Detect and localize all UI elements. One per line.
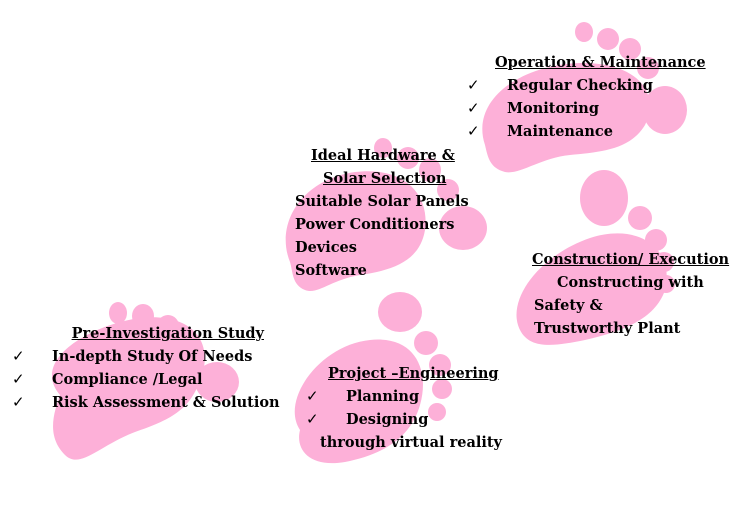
text-line: Safety & [534,297,603,314]
stage-pre-investigation: Pre-Investigation Study ✓In-depth Study … [12,322,280,414]
list-item: ✓Planning [306,385,502,408]
stage-hardware-selection: Ideal Hardware & Solar Selection Suitabl… [295,144,469,282]
check-icon: ✓ [306,387,319,405]
stage-construction: Construction/ Execution Constructing wit… [532,248,729,340]
list-item: Suitable Solar Panels [295,193,469,210]
stage-title: Project –Engineering [328,365,499,382]
footprint-2 [294,292,452,464]
list-item-continuation: through virtual reality [320,434,502,451]
check-icon: ✓ [306,410,319,428]
check-icon: ✓ [12,393,25,411]
list-item: Software [295,262,367,279]
footprint-4 [516,170,675,345]
check-icon: ✓ [12,347,25,365]
stage-title: Operation & Maintenance [495,54,706,71]
stage-title: Construction/ Execution [532,251,730,268]
check-icon: ✓ [12,370,25,388]
stage-title-line2: Solar Selection [323,170,447,187]
check-icon: ✓ [467,122,480,140]
list-item: Devices [295,239,357,256]
stage-operation: Operation & Maintenance ✓Regular Checkin… [467,51,706,143]
footprint-1 [51,302,239,460]
list-item: Power Conditioners [295,216,455,233]
footprint-5 [482,22,687,173]
stage-project-engineering: Project –Engineering ✓Planning ✓Designin… [306,362,502,454]
text-line: Constructing with [557,274,704,291]
list-item: ✓Monitoring [467,97,706,120]
list-item: ✓Regular Checking [467,74,706,97]
list-item: ✓Maintenance [467,120,706,143]
check-icon: ✓ [467,76,480,94]
stage-title-line1: Ideal Hardware & [311,147,455,164]
list-item: ✓Risk Assessment & Solution [12,391,280,414]
stage-title: Pre-Investigation Study [71,325,264,342]
list-item: ✓Compliance /Legal [12,368,280,391]
footprint-3 [285,138,487,292]
list-item: ✓Designing [306,408,502,431]
check-icon: ✓ [467,99,480,117]
text-line: Trustworthy Plant [534,320,681,337]
list-item: ✓In-depth Study Of Needs [12,345,280,368]
